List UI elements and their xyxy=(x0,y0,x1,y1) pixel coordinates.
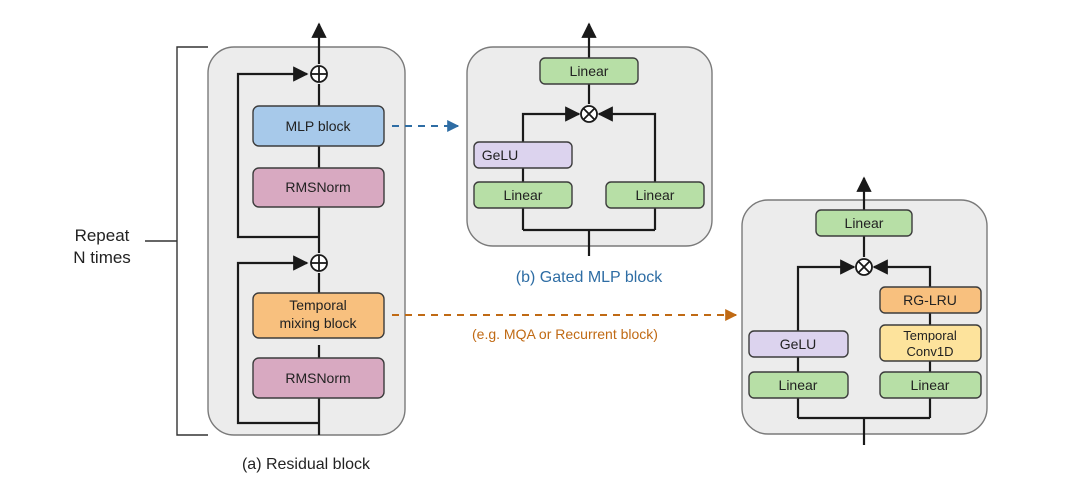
gated-linear-left-block xyxy=(473,181,573,209)
residual-block-caption: (a) Residual block xyxy=(242,456,371,473)
rmsnorm-bottom-label: RMSNorm xyxy=(285,370,350,386)
recurrent-linear-right-block xyxy=(879,371,982,399)
rmsnorm-top-label: RMSNorm xyxy=(285,179,350,195)
temporal-mixing-block xyxy=(252,292,385,339)
recurrent-linear-left-block xyxy=(748,371,849,399)
gated-gelu-label: GeLU xyxy=(482,147,519,163)
recurrent-linear-right-label: Linear xyxy=(911,377,950,393)
gated-gelu-block xyxy=(473,141,573,169)
mlp-block-label: MLP block xyxy=(285,118,351,134)
temporal-mixing-label-line2: mixing block xyxy=(279,315,357,331)
mlp-block xyxy=(252,105,385,147)
gated-linear-right-block xyxy=(605,181,705,209)
add-operator-bottom xyxy=(310,254,328,272)
recurrent-linear-top-block xyxy=(815,209,913,237)
rg-lru-block xyxy=(879,286,982,314)
recurrent-block-wires xyxy=(796,176,932,445)
gated-mlp-wires xyxy=(521,22,657,256)
residual-wires xyxy=(236,22,327,435)
repeat-bracket xyxy=(145,46,208,436)
recurrent-linear-left-label: Linear xyxy=(779,377,818,393)
gated-linear-top-block xyxy=(539,57,639,85)
add-operator-top xyxy=(310,65,328,83)
recurrent-gelu-label: GeLU xyxy=(780,336,817,352)
gated-linear-top-label: Linear xyxy=(570,63,609,79)
temporal-mixing-label-line1: Temporal xyxy=(289,297,347,313)
temporal-mixing-note: (e.g. MQA or Recurrent block) xyxy=(472,326,658,342)
temporal-conv1d-label-line2: Conv1D xyxy=(907,344,954,359)
gated-linear-left-label: Linear xyxy=(504,187,543,203)
rmsnorm-top-block xyxy=(252,167,385,208)
multiply-operator-recurrent xyxy=(855,258,873,276)
recurrent-linear-top-label: Linear xyxy=(845,215,884,231)
rg-lru-label: RG-LRU xyxy=(903,292,957,308)
repeat-label-line2: N times xyxy=(73,248,131,267)
gated-linear-right-label: Linear xyxy=(636,187,675,203)
multiply-operator-gated xyxy=(580,105,598,123)
temporal-conv1d-block xyxy=(879,324,982,362)
rmsnorm-bottom-block xyxy=(252,357,385,399)
gated-mlp-caption: (b) Gated MLP block xyxy=(516,269,663,286)
recurrent-gelu-block xyxy=(748,330,849,358)
temporal-conv1d-label-line1: Temporal xyxy=(903,328,957,343)
repeat-label-line1: Repeat xyxy=(75,226,130,245)
